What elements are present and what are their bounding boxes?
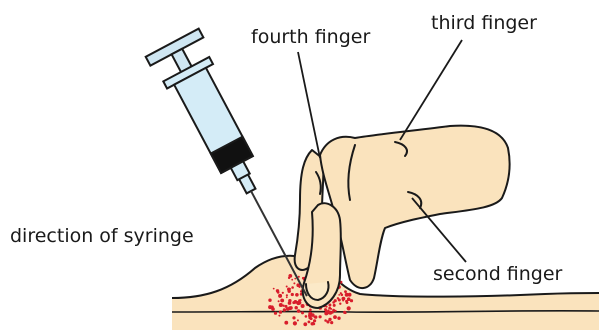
- injection-dot: [344, 312, 346, 314]
- injection-dot: [328, 304, 331, 307]
- injection-dot: [343, 298, 345, 300]
- injection-dot: [295, 293, 299, 297]
- injection-dot: [347, 306, 351, 310]
- injection-dot: [288, 301, 292, 305]
- injection-dot: [337, 317, 340, 320]
- injection-dot: [348, 294, 350, 296]
- injection-dot: [291, 279, 293, 281]
- injection-dot: [314, 316, 316, 318]
- injection-dot: [305, 315, 308, 318]
- injection-dot: [276, 289, 279, 292]
- injection-dot: [303, 322, 307, 326]
- injection-dot: [330, 308, 332, 310]
- injection-dot: [268, 299, 271, 302]
- injection-dot: [309, 309, 312, 312]
- injection-dot: [319, 315, 322, 318]
- injection-dot: [308, 314, 312, 318]
- injection-dot: [286, 294, 288, 296]
- injection-dot: [344, 290, 347, 293]
- injection-dot: [346, 301, 349, 304]
- label-third-finger: third finger: [431, 14, 537, 33]
- injection-dot: [295, 306, 298, 309]
- injection-dot: [288, 290, 291, 293]
- label-direction-of-syringe: direction of syringe: [10, 227, 194, 246]
- injection-dot: [338, 299, 341, 302]
- injection-dot: [293, 321, 297, 325]
- injection-dot: [293, 282, 295, 284]
- injection-dot: [283, 308, 286, 311]
- injection-dot: [334, 299, 337, 302]
- injection-dot: [340, 292, 342, 294]
- injection-dot: [279, 310, 282, 313]
- injection-dot: [334, 310, 336, 312]
- injection-dot: [333, 304, 336, 307]
- injection-dot: [279, 303, 283, 307]
- injection-dot: [313, 319, 316, 322]
- leader-fourth-finger: [298, 52, 320, 158]
- injection-dot: [271, 307, 275, 311]
- injection-dot: [274, 312, 277, 315]
- injection-dot: [278, 315, 280, 317]
- injection-dot: [297, 319, 299, 321]
- injection-dot: [286, 307, 290, 311]
- injection-dot: [350, 299, 353, 302]
- injection-dot: [291, 293, 294, 296]
- injection-dot: [324, 319, 327, 322]
- injection-dot: [330, 321, 333, 324]
- injection-dot: [282, 292, 284, 294]
- injection-dot: [292, 316, 295, 319]
- injection-dot: [292, 301, 295, 304]
- injection-dot: [308, 321, 311, 324]
- injection-dot: [326, 320, 329, 323]
- injection-dot: [294, 278, 296, 280]
- injection-dot: [286, 286, 288, 288]
- injection-dot: [284, 321, 288, 325]
- injection-dot: [297, 301, 301, 305]
- injection-dot: [288, 274, 292, 278]
- injection-dot: [339, 303, 341, 305]
- injection-dot: [297, 309, 301, 313]
- label-fourth-finger: fourth finger: [251, 28, 370, 47]
- needle-hub: [239, 175, 255, 194]
- injection-dot: [333, 315, 337, 319]
- injection-dot: [278, 300, 280, 302]
- injection-dot: [325, 310, 328, 313]
- injection-dot: [311, 322, 314, 325]
- injection-dot: [286, 296, 288, 298]
- injection-dot: [280, 299, 283, 302]
- injection-dot: [271, 305, 273, 307]
- label-second-finger: second finger: [433, 265, 562, 284]
- injection-dot: [325, 306, 327, 308]
- injection-dot: [342, 300, 344, 302]
- injection-dot: [278, 294, 282, 298]
- injection-dot: [338, 294, 340, 296]
- injection-dot: [301, 311, 304, 314]
- injection-dot: [301, 304, 305, 308]
- injection-dot: [273, 288, 275, 290]
- injection-dot: [291, 286, 294, 289]
